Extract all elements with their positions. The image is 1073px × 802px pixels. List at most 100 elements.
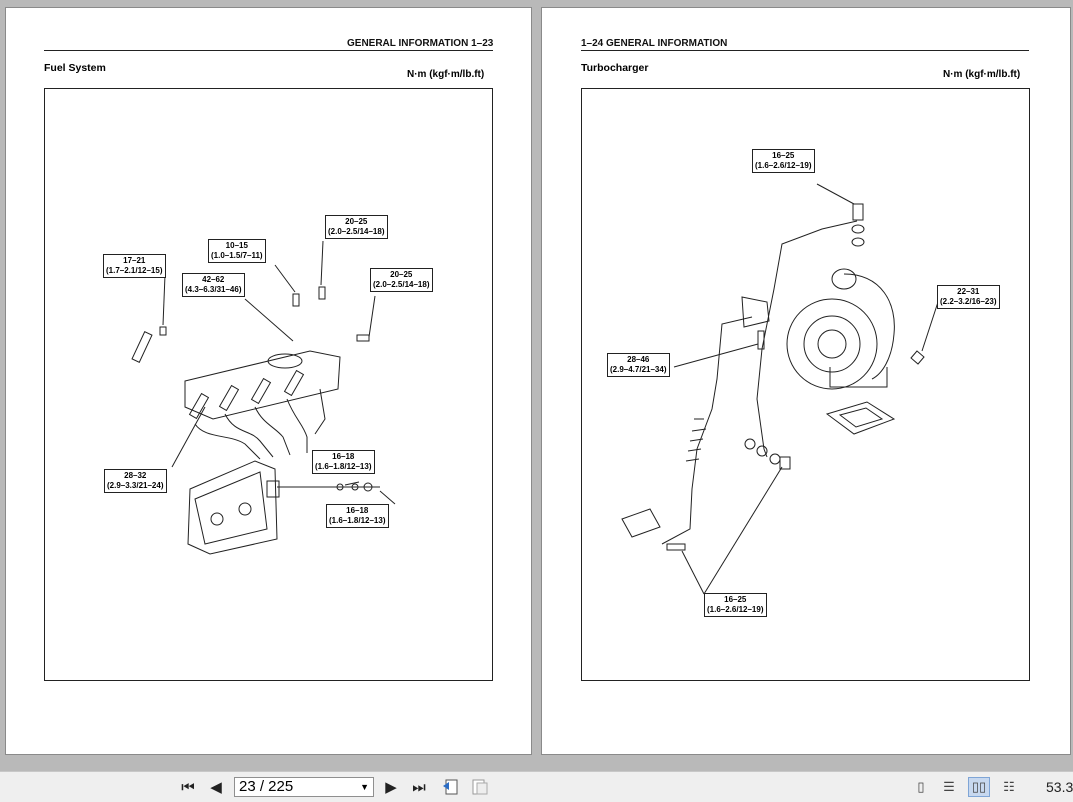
- fuel-system-drawing: [131, 240, 396, 555]
- previous-view-button[interactable]: [440, 778, 460, 796]
- torque-label-10-15: 10–15 (1.0–1.5/7–11): [208, 239, 266, 263]
- leader-line: [681, 550, 705, 595]
- injection-pump-face: [194, 471, 268, 545]
- pump-fitting: [210, 512, 224, 526]
- next-view-button[interactable]: [470, 778, 490, 796]
- turbocharger-drawing: [621, 183, 940, 595]
- torque-label-28-32: 28–32 (2.9–3.3/21–24): [104, 469, 167, 493]
- torque-label-28-46: 28–46 (2.9–4.7/21–34): [607, 353, 670, 377]
- torque-detail: (4.3–6.3/31–46): [185, 285, 242, 294]
- leader-line: [162, 274, 166, 326]
- gasket: [825, 401, 896, 435]
- single-page-view-button[interactable]: ▯: [910, 777, 932, 797]
- torque-value: 17–21: [123, 256, 146, 265]
- facing-pages-view-button[interactable]: ▯▯: [968, 777, 990, 797]
- continuous-facing-icon: ☷: [1003, 779, 1015, 794]
- last-page-button[interactable]: ⏭: [409, 778, 429, 796]
- leader-line: [171, 406, 206, 468]
- oil-feed-pipe: [756, 220, 858, 458]
- leader-line: [703, 466, 783, 595]
- right-document-page: 1–24 GENERAL INFORMATION Turbocharger N·…: [541, 7, 1071, 755]
- leader-line: [274, 264, 296, 293]
- banjo-bolt: [779, 456, 791, 470]
- torque-value: 16–25: [724, 595, 747, 604]
- torque-label-22-31: 22–31 (2.2–3.2/16–23): [937, 285, 1000, 309]
- leader-line: [379, 490, 396, 505]
- injection-pump-body: [187, 460, 278, 555]
- torque-detail: (1.7–2.1/12–15): [106, 266, 163, 275]
- compressor-housing: [843, 273, 895, 380]
- continuous-view-button[interactable]: ☰: [938, 777, 960, 797]
- return-flange-lower: [621, 508, 661, 538]
- section-title: Fuel System: [44, 62, 106, 74]
- torque-label-20-25-top: 20–25 (2.0–2.5/14–18): [325, 215, 388, 239]
- torque-detail: (1.0–1.5/7–11): [211, 251, 263, 260]
- oil-filler-cap: [267, 353, 303, 369]
- continuous-facing-view-button[interactable]: ☷: [998, 777, 1020, 797]
- single-page-icon: ▯: [917, 779, 925, 794]
- torque-value: 10–15: [225, 241, 248, 250]
- section-title: Turbocharger: [581, 62, 649, 74]
- bolt: [318, 286, 326, 300]
- washer: [756, 445, 768, 457]
- washer: [769, 453, 781, 465]
- page-number-field[interactable]: 23 / 225 ▼: [234, 777, 374, 797]
- turbocharger-diagram-frame: [581, 88, 1030, 681]
- leader-line: [320, 240, 324, 286]
- cylinder-head-cover: [184, 350, 341, 420]
- facing-pages-icon: ▯▯: [971, 779, 987, 794]
- injector: [218, 384, 240, 412]
- next-view-icon: [472, 779, 488, 795]
- pump-outlet: [266, 480, 280, 498]
- page-header: GENERAL INFORMATION 1–23: [347, 38, 494, 49]
- left-document-page: GENERAL INFORMATION 1–23 Fuel System N·m…: [5, 7, 532, 755]
- next-page-button[interactable]: ▶: [381, 778, 401, 796]
- turbine-hub: [817, 329, 847, 359]
- torque-value: 28–32: [124, 471, 147, 480]
- turbine-flange: [829, 367, 888, 388]
- previous-page-button[interactable]: ◀: [206, 778, 226, 796]
- leader-line: [673, 343, 759, 368]
- injector: [283, 369, 305, 397]
- leader-line: [816, 183, 855, 205]
- torque-value: 20–25: [390, 270, 413, 279]
- pump-fitting: [238, 502, 252, 516]
- nut: [910, 350, 925, 365]
- torque-detail: (2.0–2.5/14–18): [328, 227, 385, 236]
- torque-unit: N·m (kgf·m/lb.ft): [943, 69, 1021, 80]
- gasket-opening: [838, 407, 884, 428]
- leader-line: [368, 295, 376, 338]
- torque-value: 22–31: [957, 287, 980, 296]
- bolt: [666, 543, 686, 551]
- torque-label-16-25-bottom: 16–25 (1.6–2.6/12–19): [704, 593, 767, 617]
- injector: [188, 392, 210, 420]
- header-rule: [581, 50, 1029, 51]
- injection-pipe: [286, 398, 308, 453]
- next-page-icon: ▶: [385, 779, 397, 796]
- side-injector: [131, 331, 153, 363]
- torque-label-16-18-upper: 16–18 (1.6–1.8/12–13): [312, 450, 375, 474]
- washer: [744, 438, 756, 450]
- turbine-inlet: [803, 315, 861, 373]
- zoom-level[interactable]: 53.3: [1046, 779, 1073, 795]
- previous-view-icon: [443, 779, 458, 795]
- torque-value: 20–25: [345, 217, 368, 226]
- page-header: 1–24 GENERAL INFORMATION: [581, 38, 728, 49]
- torque-detail: (1.6–1.8/12–13): [329, 516, 386, 525]
- torque-detail: (2.9–4.7/21–34): [610, 365, 667, 374]
- return-flange: [741, 296, 770, 328]
- bolt: [292, 293, 300, 307]
- fuel-system-diagram-frame: [44, 88, 493, 681]
- first-page-icon: ⏮: [181, 778, 195, 796]
- torque-value: 16–18: [332, 452, 355, 461]
- torque-value: 28–46: [627, 355, 650, 364]
- banjo-bolt: [852, 203, 864, 221]
- torque-label-42-62: 42–62 (4.3–6.3/31–46): [182, 273, 245, 297]
- torque-detail: (2.2–3.2/16–23): [940, 297, 997, 306]
- first-page-button[interactable]: ⏮: [178, 778, 198, 796]
- torque-unit: N·m (kgf·m/lb.ft): [407, 69, 485, 80]
- leader-line: [244, 298, 294, 342]
- previous-page-icon: ◀: [210, 779, 222, 796]
- torque-label-20-25-right: 20–25 (2.0–2.5/14–18): [370, 268, 433, 292]
- torque-detail: (1.6–1.8/12–13): [315, 462, 372, 471]
